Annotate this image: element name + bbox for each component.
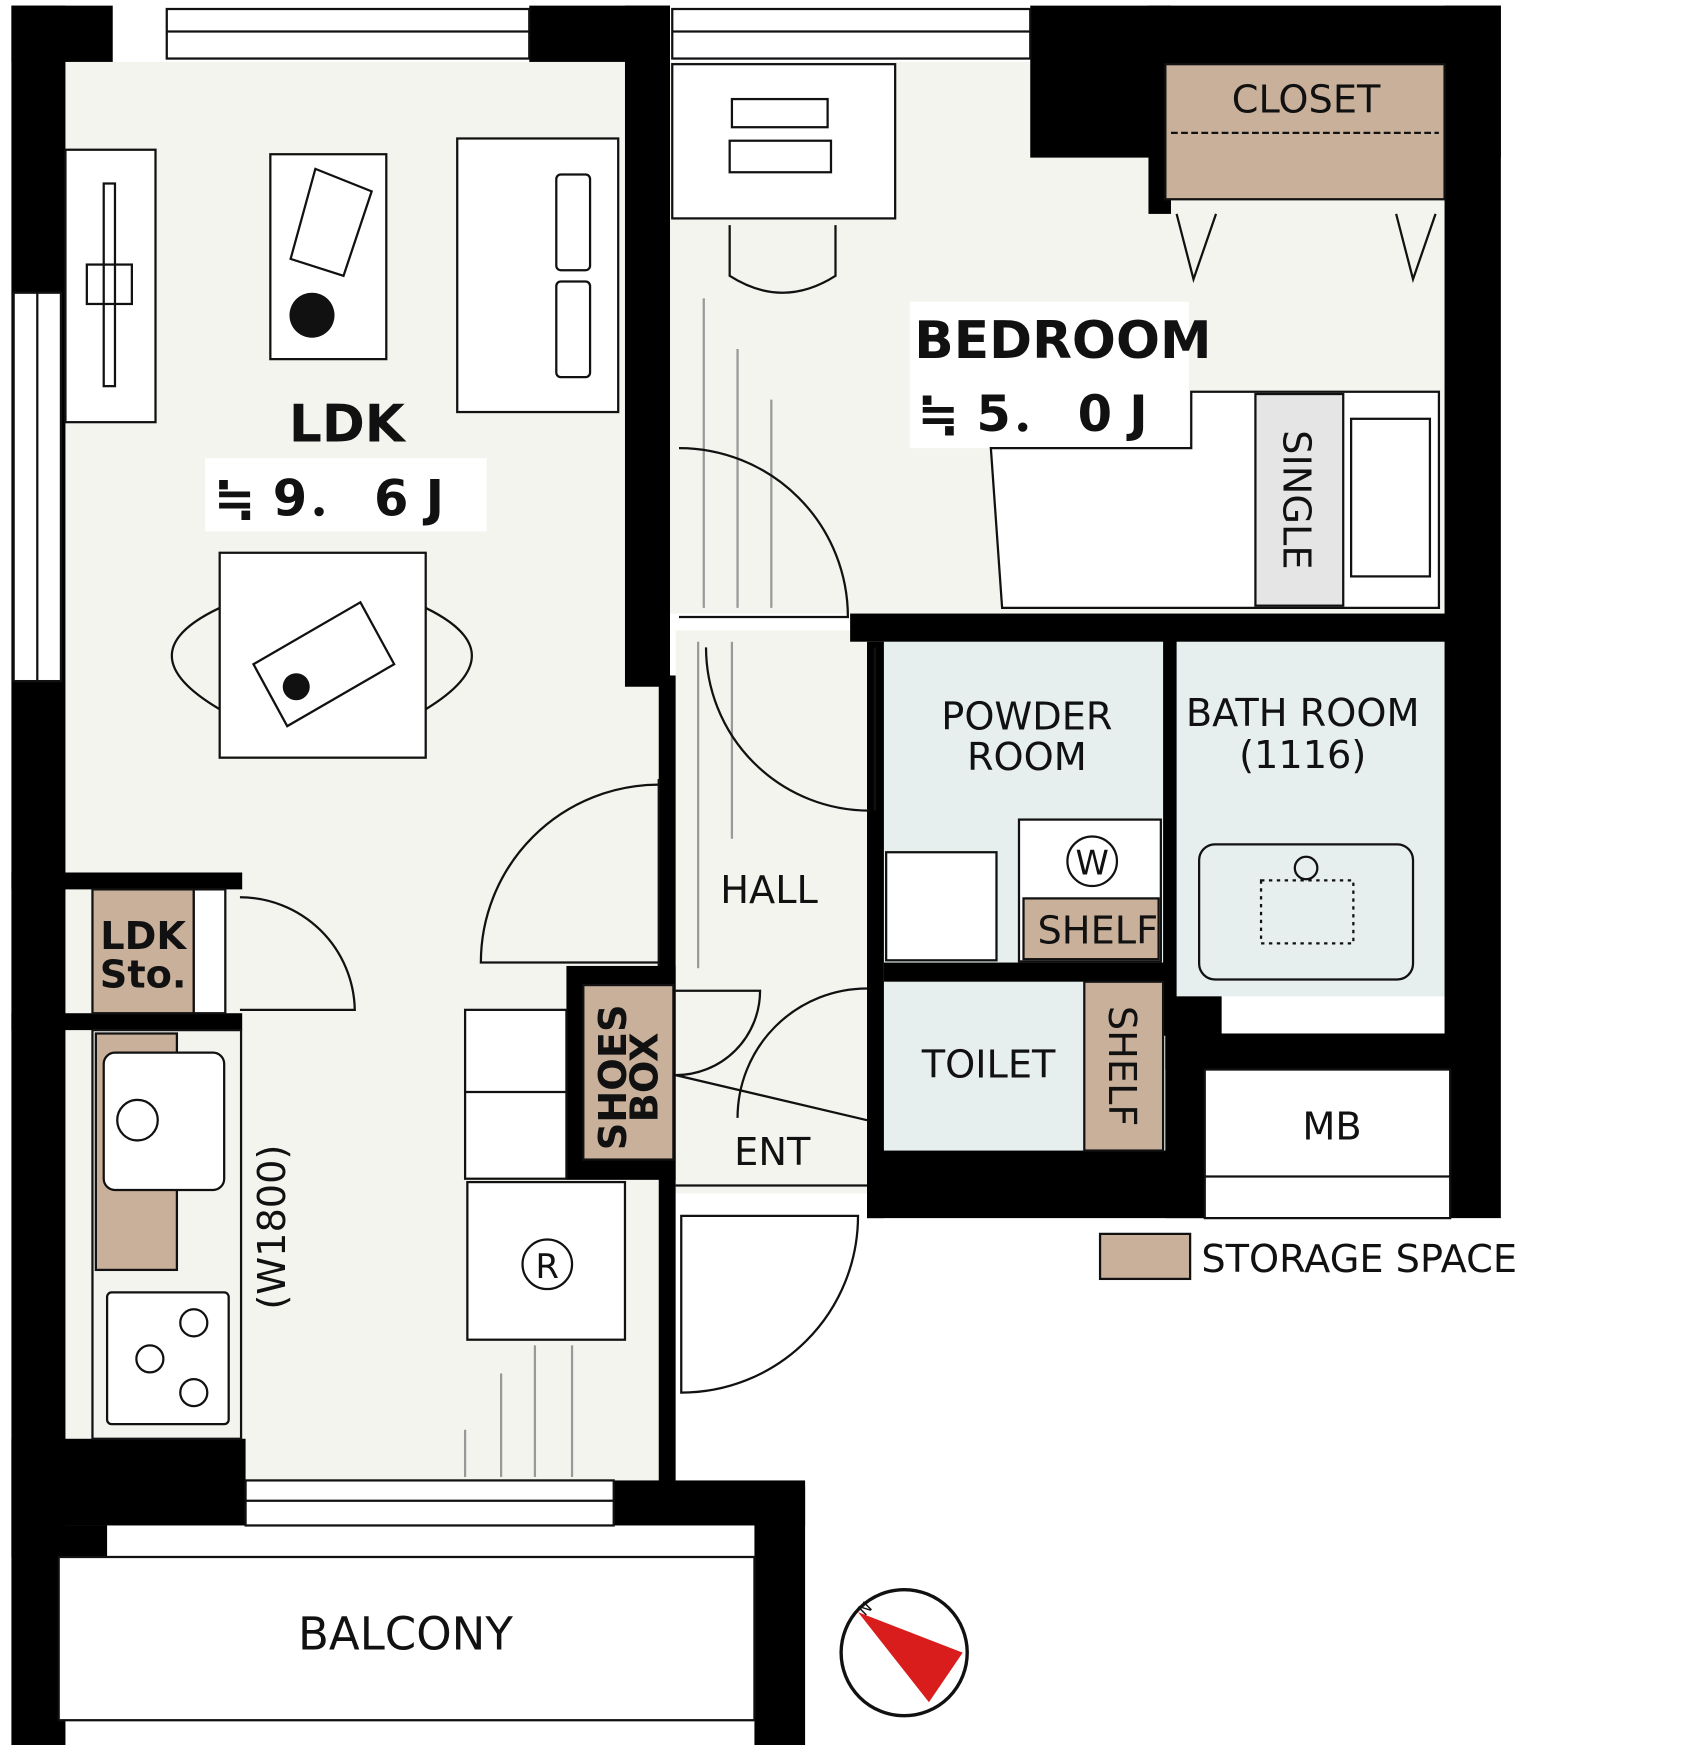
powder-shelf <box>1022 897 1160 961</box>
toilet-shelf-label: SHELF <box>1099 1006 1144 1127</box>
shoes-box <box>582 983 675 1161</box>
legend-label: STORAGE SPACE <box>1201 1237 1517 1282</box>
toilet-label: TOILET <box>921 1042 1056 1087</box>
shoes-box-label-1: SHOES <box>591 1004 636 1150</box>
kitchen-width-label: (W1800) <box>250 1145 295 1310</box>
bedroom-door-swing <box>679 446 850 619</box>
shoes-box-label-2: BOX <box>623 1032 668 1122</box>
ldk-area: ≒ 9． 6 J <box>214 470 444 528</box>
entrance-label: ENT <box>734 1130 811 1175</box>
desk <box>671 63 897 294</box>
bedroom-area: ≒ 5． 0 J <box>918 385 1148 443</box>
ldk-storage-label-1: LDK <box>100 914 187 959</box>
bath-drain-grid <box>1259 879 1355 945</box>
hall-door-swing <box>704 647 870 812</box>
ldk-storage-label-2: Sto. <box>100 952 187 997</box>
shoes-box-door-swing <box>675 989 868 1122</box>
closet-door-swings <box>1175 213 1437 284</box>
bathtub <box>1198 843 1415 981</box>
floor-lines <box>463 298 773 1478</box>
tv-stand <box>64 148 157 424</box>
windows <box>12 7 1032 1527</box>
hall-label: HALL <box>720 868 818 913</box>
bath-room-label: BATH ROOM <box>1186 691 1420 736</box>
kitchen-counter <box>91 1028 243 1440</box>
washer-label: W <box>1075 844 1108 883</box>
legend-swatch <box>1098 1232 1192 1281</box>
rug-with-book <box>269 153 388 361</box>
mb-label: MB <box>1302 1104 1361 1149</box>
ldk-storage <box>91 888 195 1015</box>
bedroom-label: BEDROOM <box>914 311 1211 371</box>
washer-icon <box>1066 835 1119 888</box>
refrigerator-label: R <box>536 1247 559 1286</box>
ldk-label-bg <box>205 458 487 532</box>
pantry-shelf <box>463 1008 568 1180</box>
closet-label: CLOSET <box>1232 78 1381 123</box>
storage-door-swing <box>239 896 356 1011</box>
balcony-area <box>57 1555 756 1722</box>
balcony-label: BALCONY <box>298 1607 513 1660</box>
hall-floor <box>675 630 868 1194</box>
bedroom-label-bg <box>909 301 1189 449</box>
powder-room-label-2: ROOM <box>967 735 1087 780</box>
powder-room-label-1: POWDER <box>941 695 1112 740</box>
dining-table <box>170 551 473 759</box>
bath-room-size: (1116) <box>1239 733 1366 778</box>
powder-shelf-label: SHELF <box>1038 908 1159 953</box>
single-bed <box>989 390 1441 610</box>
compass-needle-icon <box>858 1612 963 1703</box>
single-bed-label: SINGLE <box>1274 430 1319 569</box>
sofa <box>456 137 620 414</box>
entrance-door-swing <box>680 1214 860 1394</box>
refrigerator <box>466 1180 627 1341</box>
compass: N <box>839 1587 969 1718</box>
meter-box <box>1203 1068 1452 1220</box>
toilet-shelf <box>1083 980 1165 1152</box>
bath-room-floor <box>1176 630 1447 997</box>
ldk-door-swing <box>479 783 659 964</box>
ldk-label: LDK <box>289 394 407 454</box>
wash-basin <box>885 851 998 962</box>
